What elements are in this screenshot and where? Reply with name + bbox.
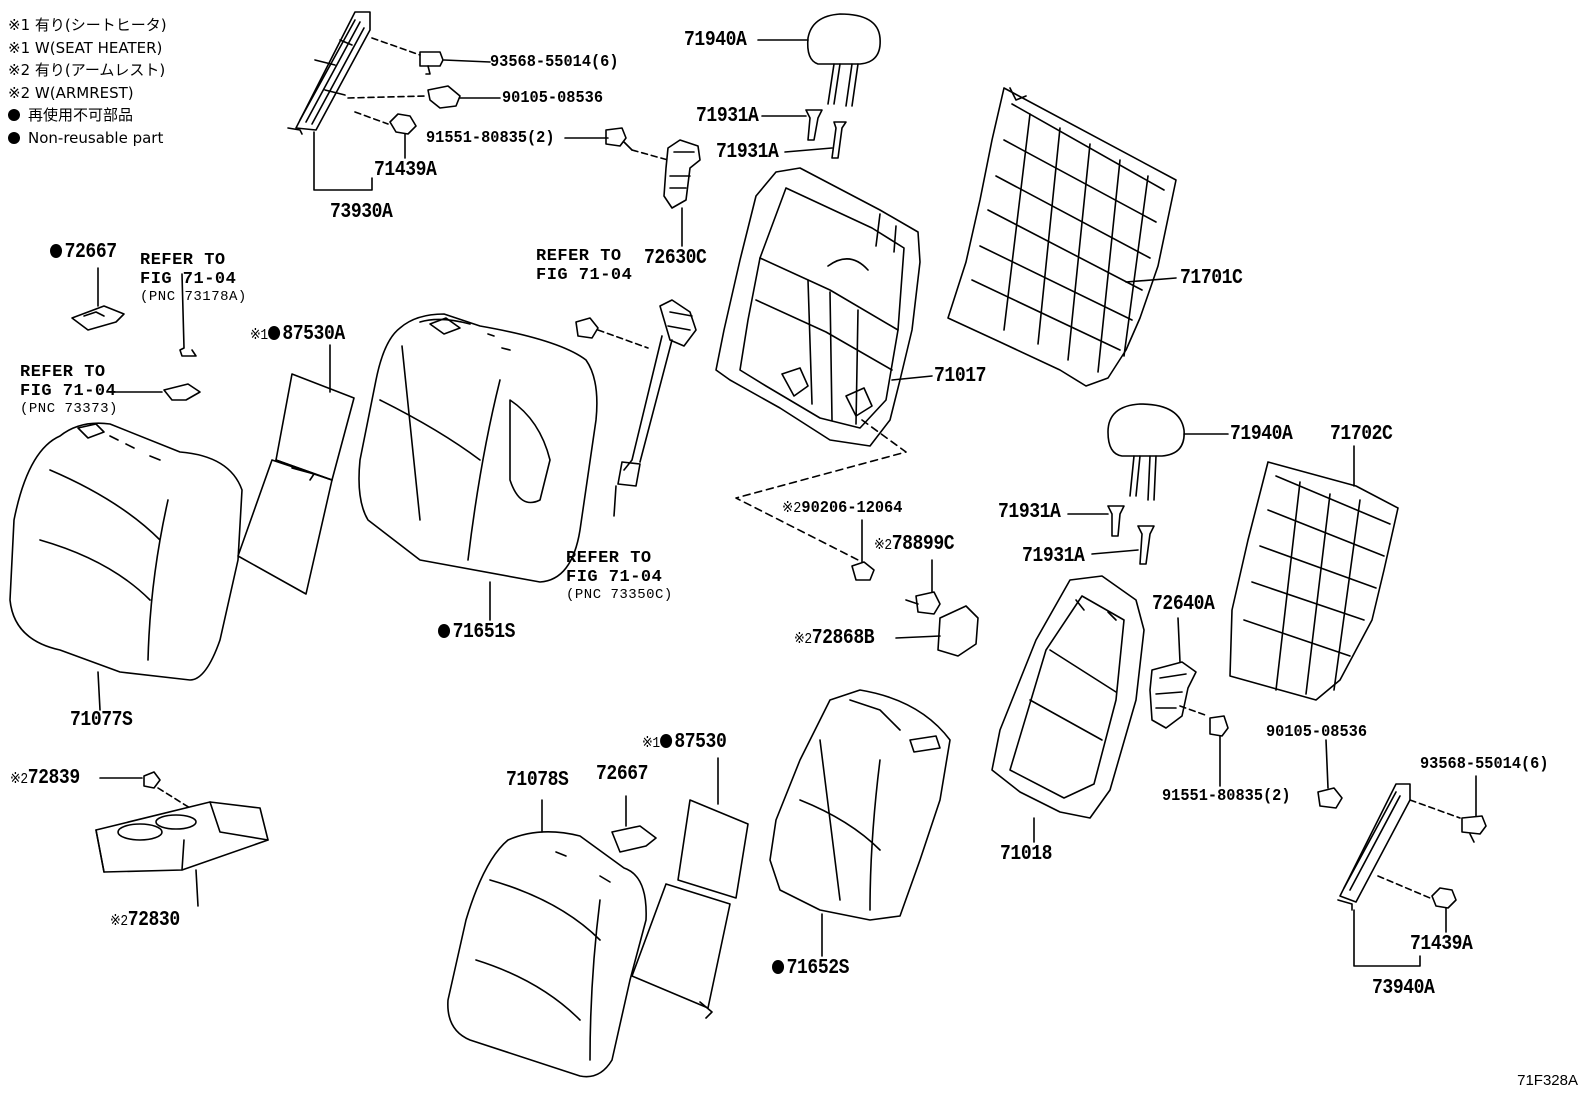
- part-label-71931a-3[interactable]: 71931A: [998, 501, 1061, 524]
- headrest-guide-4: [1137, 525, 1155, 565]
- armrest-hinge-72640a: [1149, 661, 1197, 729]
- part-label-71651s[interactable]: 71651S: [438, 622, 516, 643]
- seatback-board-71701c: [947, 87, 1177, 387]
- part-label-72868b[interactable]: ※272868B: [794, 627, 875, 650]
- part-label-71439a-top[interactable]: 71439A: [374, 159, 437, 182]
- seat-belt-73350c: [613, 299, 697, 517]
- headrest-top: [806, 13, 881, 107]
- refer-to-73373[interactable]: REFER TO FIG 71-04 (PNC 73373): [20, 363, 118, 417]
- clip-71439a-top: [389, 113, 417, 135]
- part-label-72640a[interactable]: 72640A: [1152, 593, 1215, 616]
- legend-row-6: Non-reusable part: [8, 127, 167, 150]
- part-label-72667-top[interactable]: 72667: [50, 242, 117, 263]
- refer-to-73350c[interactable]: REFER TO FIG 71-04 (PNC 73350C): [566, 549, 673, 603]
- belt-retractor-72630c: [663, 139, 701, 209]
- clip-72667-bottom: [611, 825, 657, 853]
- bolt-91551-bottom: [1209, 715, 1229, 737]
- part-label-90206-12064[interactable]: ※290206-12064: [782, 499, 903, 518]
- part-label-71702c[interactable]: 71702C: [1330, 423, 1393, 446]
- refer-to-belt[interactable]: REFER TO FIG 71-04: [536, 247, 633, 285]
- seatback-frame-71018: [991, 575, 1145, 819]
- part-label-90105-08536-top[interactable]: 90105-08536: [502, 89, 603, 108]
- part-label-71931a-1[interactable]: 71931A: [696, 105, 759, 128]
- part-label-72839[interactable]: ※272839: [10, 767, 80, 790]
- part-label-71078s[interactable]: 71078S: [506, 769, 569, 792]
- cover-72868b: [937, 605, 979, 657]
- seatback-cover-71651s: [358, 313, 598, 583]
- part-label-71439a-bottom[interactable]: 71439A: [1410, 933, 1473, 956]
- bolt-90105-bottom: [1317, 787, 1343, 809]
- part-label-71652s[interactable]: 71652S: [772, 958, 850, 979]
- heater-pad-87530a: [237, 373, 355, 595]
- headrest-guide-3: [1107, 505, 1125, 537]
- headrest-right: [1107, 403, 1185, 501]
- non-reusable-dot-icon: [772, 960, 785, 974]
- non-reusable-dot-icon: [8, 109, 20, 121]
- part-label-71931a-2[interactable]: 71931A: [716, 141, 779, 164]
- figure-code: 71F328A: [1517, 1072, 1578, 1089]
- heater-pad-87530: [631, 799, 749, 1019]
- clip-71439a-bottom: [1431, 887, 1457, 909]
- non-reusable-dot-icon: [267, 326, 280, 340]
- part-label-71018[interactable]: 71018: [1000, 843, 1053, 866]
- part-label-78899c[interactable]: ※278899C: [874, 533, 955, 556]
- seatback-cover-71078s: [447, 831, 647, 1078]
- bracket-73930a: [313, 131, 373, 191]
- bolt-78899c: [905, 591, 941, 615]
- bolt-91551-top: [605, 127, 633, 151]
- seatback-cover-71077s: [9, 422, 243, 681]
- screw-93568-bottom: [1461, 815, 1487, 843]
- seatback-cover-71652s: [769, 689, 951, 921]
- screw-72839: [143, 771, 161, 789]
- seatback-frame-71017: [715, 167, 921, 447]
- part-label-72830[interactable]: ※272830: [110, 909, 180, 932]
- part-label-90105-08536-bottom[interactable]: 90105-08536: [1266, 723, 1367, 742]
- part-label-71931a-4[interactable]: 71931A: [1022, 545, 1085, 568]
- refer-to-73178a[interactable]: REFER TO FIG 71-04 (PNC 73178A): [140, 251, 247, 305]
- tag-73373: [163, 383, 201, 401]
- non-reusable-dot-icon: [438, 624, 451, 638]
- part-label-72667-bottom[interactable]: 72667: [596, 763, 649, 786]
- cup-holder-72830: [95, 801, 269, 873]
- headrest-guide-2: [831, 121, 847, 159]
- belt-nut: [575, 317, 599, 339]
- part-label-71940a-right[interactable]: 71940A: [1230, 423, 1293, 446]
- legend-row-3: ※2 有り(アームレスト): [8, 61, 166, 79]
- non-reusable-dot-icon: [659, 734, 672, 748]
- part-label-72630c[interactable]: 72630C: [644, 247, 707, 270]
- part-label-91551-80835-top[interactable]: 91551-80835(2): [426, 129, 555, 148]
- part-label-71017[interactable]: 71017: [934, 365, 987, 388]
- legend-row-4: ※2 W(ARMREST): [8, 83, 134, 102]
- part-label-93568-55014-bottom[interactable]: 93568-55014(6): [1420, 755, 1549, 774]
- non-reusable-dot-icon: [8, 131, 20, 144]
- part-label-73940a[interactable]: 73940A: [1372, 977, 1435, 1000]
- non-reusable-dot-icon: [50, 244, 63, 258]
- part-label-93568-55014-top[interactable]: 93568-55014(6): [490, 53, 619, 72]
- clip-72667-top: [71, 305, 125, 331]
- part-label-73930a[interactable]: 73930A: [330, 201, 393, 224]
- legend-row-1: ※1 有り(シートヒータ): [8, 16, 167, 34]
- bolt-90105-top: [427, 85, 461, 109]
- headrest-guide-1: [805, 109, 823, 141]
- seat-heater-module-top: [287, 11, 371, 135]
- legend-row-2: ※1 W(SEAT HEATER): [8, 38, 163, 57]
- nut-90206: [851, 561, 875, 581]
- part-label-71940a-top[interactable]: 71940A: [684, 29, 747, 52]
- legend-row-5: 再使用不可部品: [8, 104, 167, 127]
- legend: ※1 有り(シートヒータ) ※1 W(SEAT HEATER) ※2 有り(アー…: [8, 14, 167, 149]
- part-label-71701c[interactable]: 71701C: [1180, 267, 1243, 290]
- screw-93568-top: [419, 51, 444, 75]
- part-label-71077s[interactable]: 71077S: [70, 709, 133, 732]
- part-label-91551-80835-bottom[interactable]: 91551-80835(2): [1162, 787, 1291, 806]
- seat-heater-module-bottom: [1337, 783, 1411, 911]
- seatback-board-71702c: [1229, 461, 1399, 701]
